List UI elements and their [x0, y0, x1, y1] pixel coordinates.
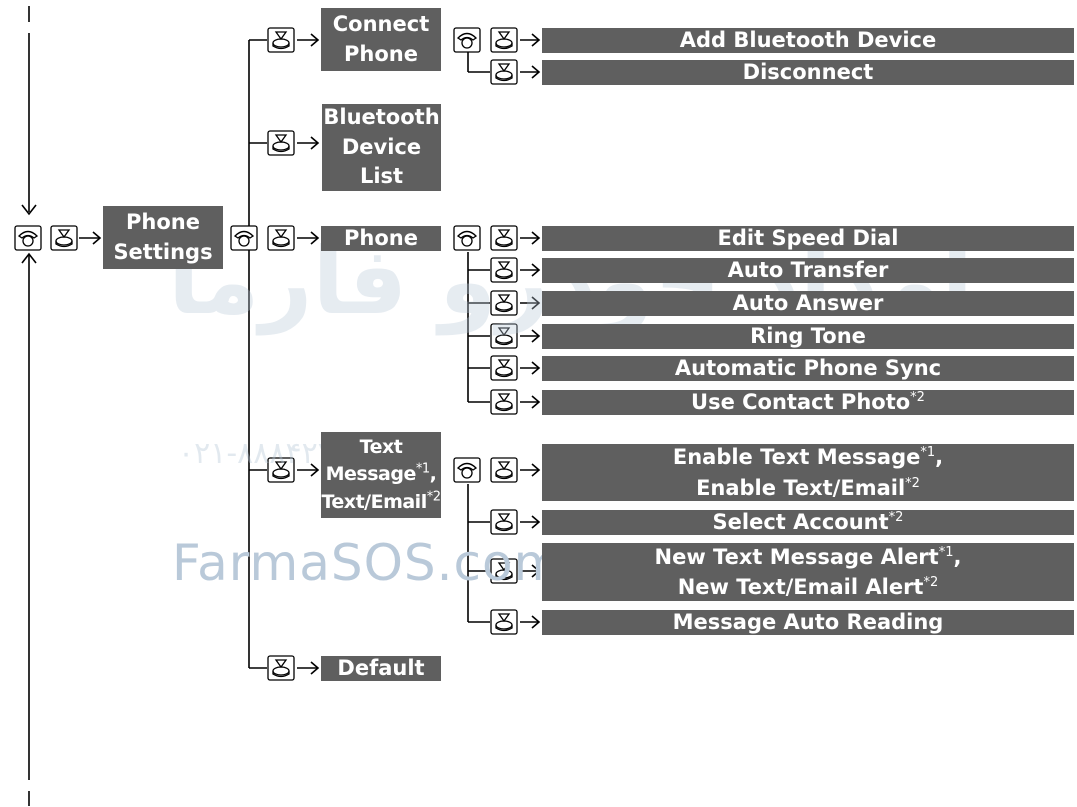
phone-button-icon [453, 225, 481, 251]
select-knob-icon [267, 655, 295, 681]
select-knob-icon [490, 509, 518, 535]
node-use-contact-photo: Use Contact Photo*2 [542, 390, 1074, 415]
select-knob-icon [490, 609, 518, 635]
phone-button-icon [453, 457, 481, 483]
phone-button-icon [230, 225, 258, 251]
node-new-text-message-alert: New Text Message Alert*1, New Text/Email… [542, 543, 1074, 601]
node-disconnect: Disconnect [542, 60, 1074, 85]
node-bluetooth-device-list: Bluetooth Device List [322, 104, 441, 191]
select-knob-icon [490, 59, 518, 85]
node-phone-settings: Phone Settings [103, 206, 223, 269]
select-knob-icon [490, 225, 518, 251]
select-knob-icon [490, 558, 518, 584]
node-default: Default [321, 656, 441, 681]
node-enable-text-message: Enable Text Message*1, Enable Text/Email… [542, 444, 1074, 501]
node-select-account: Select Account*2 [542, 510, 1074, 535]
node-auto-answer: Auto Answer [542, 291, 1074, 316]
select-knob-icon [267, 457, 295, 483]
select-knob-icon [267, 27, 295, 53]
select-knob-icon [490, 290, 518, 316]
select-knob-icon [267, 130, 295, 156]
select-knob-icon [267, 225, 295, 251]
node-message-auto-reading: Message Auto Reading [542, 610, 1074, 635]
select-knob-icon [490, 323, 518, 349]
node-ring-tone: Ring Tone [542, 324, 1074, 349]
node-automatic-phone-sync: Automatic Phone Sync [542, 356, 1074, 381]
select-knob-icon [490, 355, 518, 381]
select-knob-icon [490, 389, 518, 415]
select-knob-icon [490, 27, 518, 53]
select-knob-icon [490, 257, 518, 283]
node-connect-phone: Connect Phone [321, 8, 441, 71]
phone-button-icon [453, 27, 481, 53]
phone-button-icon [14, 225, 42, 251]
node-text-message: Text Message*1, Text/Email*2 [321, 432, 441, 518]
select-knob-icon [50, 225, 78, 251]
node-add-bluetooth-device: Add Bluetooth Device [542, 28, 1074, 53]
node-edit-speed-dial: Edit Speed Dial [542, 226, 1074, 251]
node-auto-transfer: Auto Transfer [542, 258, 1074, 283]
select-knob-icon [490, 457, 518, 483]
node-phone: Phone [321, 226, 441, 251]
